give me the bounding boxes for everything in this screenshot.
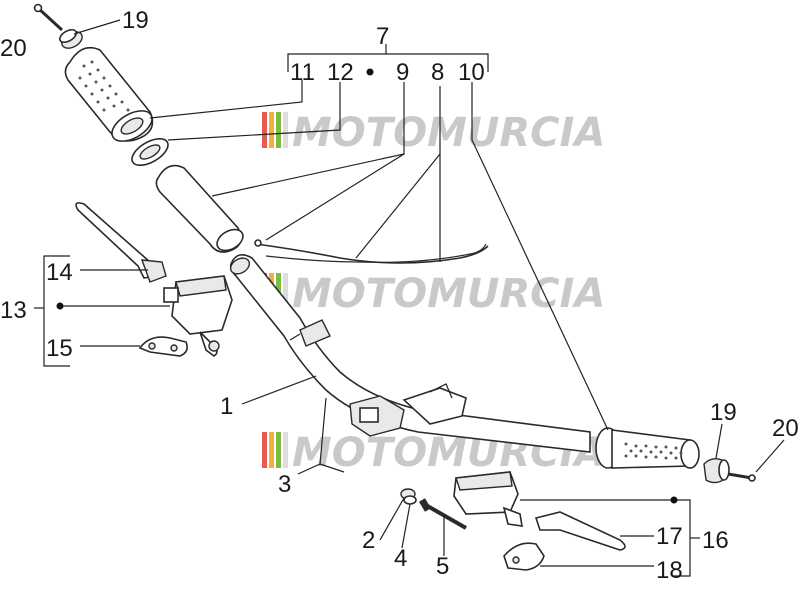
left-grip [64, 46, 154, 142]
callout-19-left: 19 [122, 7, 149, 34]
callout-1: 1 [220, 393, 233, 420]
grip-perforations-right [624, 442, 683, 460]
watermark-stripe [269, 432, 274, 468]
screw-right [727, 472, 756, 482]
watermark-text: MOTOMURCIA [292, 110, 605, 156]
callout-7: 7 [376, 23, 389, 50]
watermark-stripe [276, 112, 281, 148]
watermark-top: MOTOMURCIA [262, 110, 605, 156]
callout-20-left: 20 [0, 35, 27, 62]
callout-16: 16 [702, 527, 729, 554]
callout-14: 14 [46, 259, 73, 286]
callout-12: 12 [327, 59, 354, 86]
callout-5: 5 [436, 553, 449, 580]
left-clamp [138, 336, 188, 357]
right-brake-lever [534, 511, 626, 551]
callout-4: 4 [394, 545, 407, 572]
dot-marker [56, 302, 64, 310]
callout-13: 13 [0, 297, 27, 324]
left-master-cylinder [163, 275, 233, 357]
throttle-cable [255, 243, 489, 264]
watermark-stripe [283, 112, 288, 148]
handlebar-bracket [299, 319, 331, 347]
callout-8: 8 [431, 59, 444, 86]
callout-11: 11 [290, 59, 315, 86]
dot-marker [670, 496, 678, 504]
callout-15: 15 [46, 335, 73, 362]
callout-3: 3 [278, 471, 291, 498]
watermark-stripe [262, 432, 267, 468]
callout-2: 2 [362, 527, 375, 554]
bar-end-left [59, 28, 83, 49]
switch-clamp [349, 383, 467, 437]
callout-17: 17 [656, 523, 683, 550]
watermark-stripe [276, 432, 281, 468]
cable-end [254, 239, 262, 247]
watermark-stripe [283, 273, 288, 309]
handlebar-tube [229, 254, 591, 453]
watermark-stripe [283, 432, 288, 468]
watermark-stripe [262, 112, 267, 148]
bar-end-right [703, 457, 730, 484]
watermark-stripe [269, 112, 274, 148]
callout-labels: 7 11 12 9 8 10 19 20 14 13 15 1 3 2 4 5 … [0, 7, 799, 584]
washer [403, 495, 417, 505]
screw-left [33, 3, 64, 32]
callout-19-right: 19 [710, 399, 737, 426]
leader-lines [34, 19, 785, 577]
callout-20-right: 20 [772, 415, 799, 442]
throttle-cable-inner [265, 243, 487, 263]
throttle-tube [155, 164, 244, 253]
watermark-text: MOTOMURCIA [292, 271, 605, 317]
callout-10: 10 [458, 59, 485, 86]
dot-marker [366, 68, 374, 76]
grip-perforations [78, 60, 130, 112]
right-grip [595, 427, 700, 469]
watermark-middle: MOTOMURCIA [262, 271, 605, 317]
washer-ring [131, 137, 169, 167]
right-clamp [503, 542, 545, 571]
callout-18: 18 [656, 557, 683, 584]
left-brake-lever [75, 202, 167, 283]
right-master-cylinder [453, 471, 523, 527]
callout-9: 9 [396, 59, 409, 86]
bolt-assembly [400, 488, 467, 530]
